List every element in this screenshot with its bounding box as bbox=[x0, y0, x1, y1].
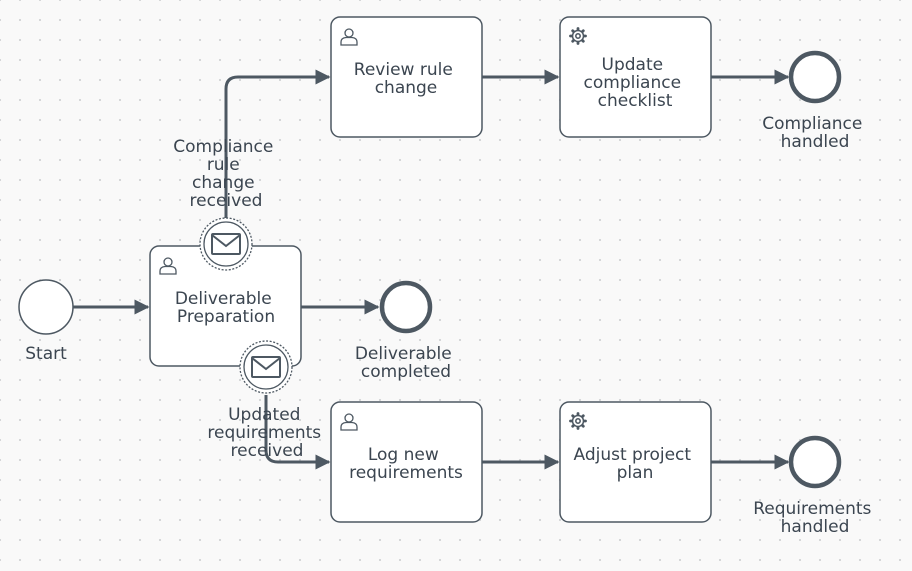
boundary-event-requirements-label: Updated requirements received bbox=[207, 405, 326, 461]
end-event-circle bbox=[788, 50, 842, 104]
task-review-rule-change[interactable]: Review rule change bbox=[330, 16, 483, 138]
start-event-label: Start bbox=[25, 344, 67, 364]
user-icon bbox=[340, 28, 358, 46]
task-update-compliance-checklist-box bbox=[559, 16, 712, 138]
task-log-new-requirements-box bbox=[330, 401, 483, 523]
task-adjust-project-plan-box bbox=[559, 401, 712, 523]
user-icon bbox=[340, 413, 358, 431]
user-icon bbox=[159, 257, 177, 275]
end-event-requirements-handled-label: Requirements handled bbox=[753, 499, 877, 537]
flow-requirements-event-to-log-new-requirements[interactable] bbox=[264, 395, 331, 470]
task-log-new-requirements-label: Log new requirements bbox=[349, 445, 463, 483]
task-update-compliance-checklist-label: Update compliance checklist bbox=[584, 55, 687, 111]
flow-compliance-event-to-review-rule-change[interactable] bbox=[224, 69, 331, 218]
start-event-circle bbox=[18, 279, 74, 335]
gear-icon bbox=[569, 412, 587, 430]
boundary-event-compliance-rule-change[interactable] bbox=[199, 217, 253, 271]
envelope-icon bbox=[211, 233, 241, 255]
end-event-circle bbox=[379, 280, 433, 334]
task-adjust-project-plan-label: Adjust project plan bbox=[574, 445, 697, 483]
boundary-event-compliance-label: Compliance rule change received bbox=[173, 137, 278, 211]
task-review-rule-change-box bbox=[330, 16, 483, 138]
end-event-circle bbox=[788, 435, 842, 489]
end-event-compliance-handled[interactable]: Compliance handled bbox=[762, 50, 867, 152]
envelope-icon bbox=[251, 356, 281, 378]
boundary-event-updated-requirements[interactable] bbox=[239, 340, 293, 394]
task-log-new-requirements[interactable]: Log new requirements bbox=[330, 401, 483, 523]
task-adjust-project-plan[interactable]: Adjust project plan bbox=[559, 401, 712, 523]
task-deliverable-preparation[interactable]: Deliverable Preparation bbox=[149, 245, 302, 367]
end-event-deliverable-completed-label: Deliverable completed bbox=[355, 344, 457, 382]
end-event-requirements-handled[interactable]: Requirements handled bbox=[753, 435, 877, 537]
end-event-compliance-handled-label: Compliance handled bbox=[762, 114, 867, 152]
gear-icon bbox=[569, 27, 587, 45]
task-deliverable-preparation-label: Deliverable Preparation bbox=[175, 289, 277, 327]
end-event-deliverable-completed[interactable]: Deliverable completed bbox=[355, 280, 457, 382]
task-update-compliance-checklist[interactable]: Update compliance checklist bbox=[559, 16, 712, 138]
task-review-rule-change-label: Review rule change bbox=[354, 60, 458, 98]
start-event[interactable]: Start bbox=[18, 279, 74, 364]
